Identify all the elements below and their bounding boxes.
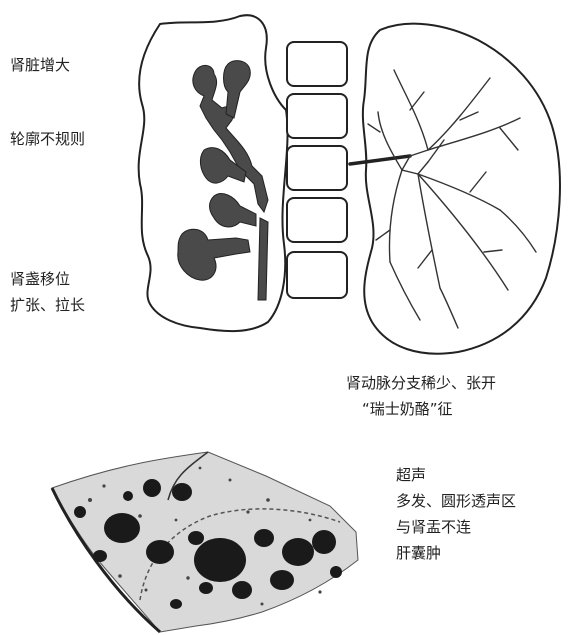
label-ultrasound-line4: 肝囊肿 bbox=[396, 540, 516, 566]
label-renal-artery-line2: “瑞士奶酪”征 bbox=[346, 396, 496, 422]
label-ultrasound: 超声 多发、圆形透声区 与肾盂不连 肝囊肿 bbox=[396, 462, 516, 566]
label-renal-artery: 肾动脉分支稀少、张开 “瑞士奶酪”征 bbox=[346, 370, 496, 422]
label-calyces-displaced: 肾盏移位 扩张、拉长 bbox=[10, 266, 85, 318]
label-ultrasound-line1: 超声 bbox=[396, 462, 516, 488]
label-irregular-contour: 轮廓不规则 bbox=[10, 126, 85, 152]
ultrasound-image bbox=[52, 452, 358, 632]
label-irregular-contour-text: 轮廓不规则 bbox=[10, 126, 85, 152]
label-renal-artery-line1: 肾动脉分支稀少、张开 bbox=[346, 370, 496, 396]
label-kidney-enlarged: 肾脏增大 bbox=[10, 52, 70, 78]
right-kidney-outline bbox=[363, 24, 560, 354]
label-ultrasound-line2: 多发、圆形透声区 bbox=[396, 488, 516, 514]
label-ultrasound-line3: 与肾盂不连 bbox=[396, 514, 516, 540]
label-calyces-line1: 肾盏移位 bbox=[10, 266, 85, 292]
label-kidney-enlarged-text: 肾脏增大 bbox=[10, 52, 70, 78]
spine bbox=[287, 42, 347, 298]
label-calyces-line2: 扩张、拉长 bbox=[10, 292, 85, 318]
